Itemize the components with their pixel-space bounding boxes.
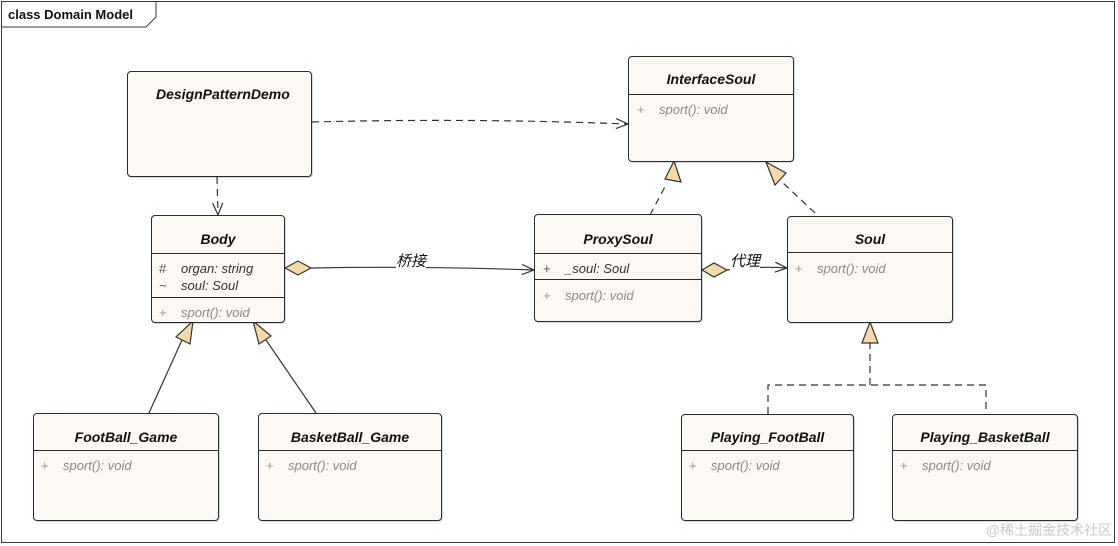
signature: sport(): void <box>817 261 886 276</box>
class-divider <box>682 450 853 451</box>
operation: + sport(): void <box>41 458 132 473</box>
class-divider <box>788 252 952 253</box>
proxy-label: 代理 <box>730 250 761 271</box>
visibility: + <box>41 458 49 473</box>
class-soul[interactable]: Soul + sport(): void <box>787 216 953 323</box>
bridge-label: 桥接 <box>396 250 427 271</box>
attribute: ~ soul: Soul <box>159 278 238 293</box>
signature: soul: Soul <box>181 278 239 293</box>
class-divider <box>535 279 701 280</box>
class-name: Playing_FootBall <box>710 429 825 445</box>
attribute: + _soul: Soul <box>543 261 629 276</box>
generalization-head-football <box>174 319 194 345</box>
operation: + sport(): void <box>159 305 250 320</box>
frame-tab-outline <box>1 1 157 28</box>
visibility: # <box>159 261 167 276</box>
class-name: FootBall_Game <box>74 429 178 445</box>
visibility: + <box>689 458 697 473</box>
visibility: + <box>795 261 803 276</box>
class-interfacesoul[interactable]: InterfaceSoul + sport(): void <box>628 56 794 162</box>
class-body[interactable]: Body # organ: string ~ soul: Soul + sport()… <box>151 215 285 323</box>
dependency-demo-interfacesoul <box>311 120 628 124</box>
class-name: InterfaceSoul <box>666 71 756 87</box>
class-football-game[interactable]: FootBall_Game + sport(): void <box>33 413 219 521</box>
class-playing-basketball[interactable]: Playing_BasketBall + sport(): void <box>892 414 1078 521</box>
class-playing-football[interactable]: Playing_FootBall + sport(): void <box>681 414 854 521</box>
signature: sport(): void <box>181 305 250 320</box>
class-name: DesignPatternDemo <box>156 86 290 102</box>
attribute: # organ: string <box>159 261 253 276</box>
realization-head-soul <box>764 160 787 187</box>
generalization-football-body <box>148 339 183 414</box>
signature: _soul: Soul <box>565 261 630 276</box>
frame-tab: class Domain Model <box>1 1 157 28</box>
class-divider <box>152 253 284 254</box>
dependency-demo-body <box>217 176 218 215</box>
class-proxysoul[interactable]: ProxySoul + _soul: Soul + sport(): void <box>534 214 702 322</box>
operation: + sport(): void <box>689 458 780 473</box>
visibility: + <box>266 458 274 473</box>
signature: sport(): void <box>565 288 634 303</box>
class-basketball-game[interactable]: BasketBall_Game + sport(): void <box>258 413 442 521</box>
operation: + sport(): void <box>266 458 357 473</box>
class-divider <box>152 297 284 298</box>
realization-head-proxysoul <box>664 159 682 183</box>
signature: sport(): void <box>711 458 780 473</box>
generalization-basketball-body <box>265 339 317 414</box>
signature: organ: string <box>181 261 254 276</box>
class-divider <box>259 450 441 451</box>
visibility: + <box>637 102 645 117</box>
visibility: ~ <box>159 278 167 293</box>
class-divider <box>893 450 1077 451</box>
class-divider <box>34 450 218 451</box>
class-name: ProxySoul <box>583 231 653 247</box>
realization-playing-tree <box>767 343 987 414</box>
class-name: Soul <box>854 231 886 247</box>
class-divider <box>535 253 701 254</box>
realization-head-soul-tree <box>861 320 879 344</box>
realization-proxysoul-interfacesoul <box>649 182 668 216</box>
watermark: @稀土掘金技术社区 <box>985 522 1112 538</box>
operation: + sport(): void <box>900 458 991 473</box>
class-name: BasketBall_Game <box>290 429 410 445</box>
class-name: Body <box>200 231 236 247</box>
realization-soul-interfacesoul <box>780 180 816 214</box>
signature: sport(): void <box>659 102 728 117</box>
aggregation-diamond-body <box>283 260 313 276</box>
signature: sport(): void <box>922 458 991 473</box>
class-divider <box>629 94 793 95</box>
frame-title: class Domain Model <box>8 7 133 22</box>
operation: + sport(): void <box>543 288 634 303</box>
visibility: + <box>900 458 908 473</box>
generalization-head-basketball <box>251 319 273 345</box>
operation: + sport(): void <box>637 102 728 117</box>
signature: sport(): void <box>288 458 357 473</box>
signature: sport(): void <box>63 458 132 473</box>
operation: + sport(): void <box>795 261 886 276</box>
visibility: + <box>159 305 167 320</box>
visibility: + <box>543 261 551 276</box>
visibility: + <box>543 288 551 303</box>
aggregation-diamond-proxysoul <box>700 262 729 278</box>
class-name: Playing_BasketBall <box>920 429 1050 445</box>
class-designpatterndemo[interactable]: DesignPatternDemo <box>127 71 312 177</box>
